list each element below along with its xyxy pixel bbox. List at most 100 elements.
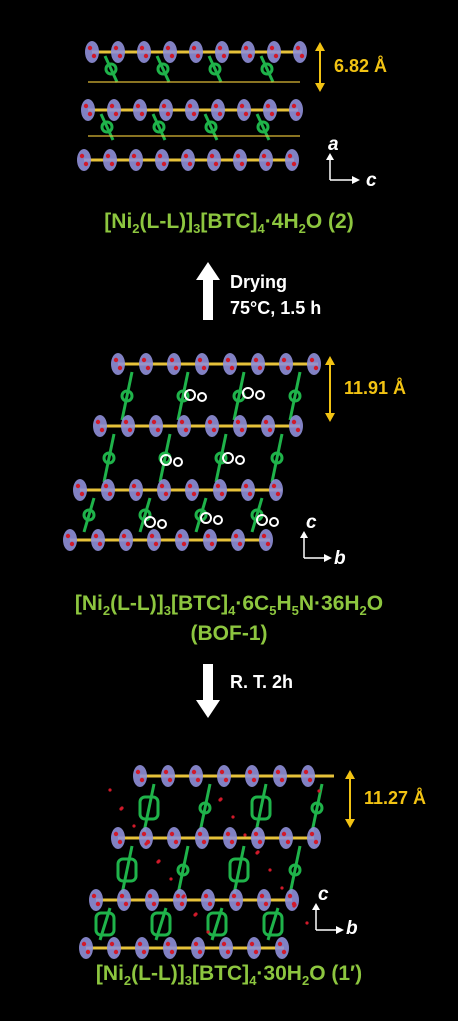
metal-node: [185, 479, 199, 501]
metal-node: [219, 937, 233, 959]
oxygen-atom: [267, 427, 273, 433]
oxygen-atom: [235, 419, 241, 425]
metal-node: [241, 41, 255, 63]
oxygen-atom: [187, 483, 193, 489]
oxygen-atom: [183, 153, 189, 159]
metal-node: [107, 99, 121, 121]
oxygen-atom: [191, 111, 197, 117]
guest-molecule: [200, 512, 212, 524]
oxygen-atom: [221, 941, 227, 947]
water-molecule: [169, 877, 173, 881]
pillar-linker: [207, 55, 223, 83]
metal-node: [307, 827, 321, 849]
metal-node: [229, 889, 243, 911]
metal-node: [237, 99, 251, 121]
axis-label-c-middle: c: [306, 512, 317, 533]
oxygen-atom: [135, 161, 141, 167]
pillar-linker: [288, 371, 302, 421]
water-molecule: [108, 788, 112, 792]
oxygen-atom: [131, 483, 137, 489]
oxygen-atom: [103, 483, 109, 489]
oxygen-atom: [191, 491, 197, 497]
oxygen-atom: [163, 769, 169, 775]
axis-label-b-bottom: b: [346, 918, 358, 939]
metal-node: [145, 889, 159, 911]
oxygen-atom: [143, 53, 149, 59]
metal-node: [147, 529, 161, 551]
oxygen-atom: [175, 893, 181, 899]
oxygen-atom: [117, 53, 123, 59]
oxygen-atom: [109, 103, 115, 109]
metal-node: [63, 529, 77, 551]
linker-cage: [228, 857, 250, 883]
guest-molecule: [222, 452, 234, 464]
guest-molecule: [235, 455, 245, 465]
oxygen-atom: [257, 365, 263, 371]
oxygen-atom: [195, 777, 201, 783]
metal-node: [275, 937, 289, 959]
metal-node: [207, 149, 221, 171]
water-molecule: [119, 807, 123, 811]
oxygen-atom: [113, 949, 119, 955]
linker-ring: [208, 62, 222, 76]
oxygen-atom: [205, 533, 211, 539]
distance-marker-bottom: [345, 770, 355, 828]
oxygen-atom: [153, 541, 159, 547]
oxygen-atom: [117, 365, 123, 371]
linker-ring: [260, 62, 274, 76]
metal-node: [195, 353, 209, 375]
water-molecule: [206, 930, 210, 934]
pillar-linker: [270, 433, 284, 483]
metal-node: [259, 149, 273, 171]
oxygen-atom: [119, 893, 125, 899]
metal-node: [241, 479, 255, 501]
oxygen-atom: [179, 419, 185, 425]
oxygen-atom: [273, 53, 279, 59]
oxygen-atom: [263, 419, 269, 425]
oxygen-atom: [291, 161, 297, 167]
metal-node: [223, 827, 237, 849]
pillar-linker: [120, 845, 134, 895]
oxygen-atom: [169, 949, 175, 955]
oxygen-atom: [239, 427, 245, 433]
oxygen-atom: [253, 831, 259, 837]
oxygen-atom: [313, 839, 319, 845]
metal-node: [119, 529, 133, 551]
oxygen-atom: [113, 357, 119, 363]
oxygen-atom: [121, 533, 127, 539]
oxygen-atom: [187, 161, 193, 167]
step-drying-label: Drying: [230, 272, 288, 292]
oxygen-atom: [225, 949, 231, 955]
oxygen-atom: [65, 533, 71, 539]
linker-cage: [206, 911, 228, 937]
oxygen-atom: [281, 831, 287, 837]
linker-ring: [152, 120, 166, 134]
metal-node: [217, 765, 231, 787]
oxygen-atom: [113, 111, 119, 117]
oxygen-atom: [191, 769, 197, 775]
oxygen-atom: [275, 769, 281, 775]
water-molecule: [144, 842, 148, 846]
metal-node: [223, 353, 237, 375]
oxygen-atom: [251, 777, 257, 783]
oxygen-atom: [135, 491, 141, 497]
metal-node: [213, 479, 227, 501]
linker-ring: [104, 62, 118, 76]
linker-ring: [102, 451, 116, 465]
oxygen-atom: [137, 941, 143, 947]
axis-label-a: a: [328, 134, 339, 155]
metal-node: [111, 41, 125, 63]
water-molecule: [181, 895, 185, 899]
oxygen-atom: [183, 427, 189, 433]
water-molecule: [292, 904, 296, 908]
distance-marker-top: [315, 42, 325, 92]
oxygen-atom: [265, 541, 271, 547]
metal-node: [129, 479, 143, 501]
oxygen-atom: [151, 419, 157, 425]
metal-node: [185, 99, 199, 121]
water-molecule: [243, 833, 247, 837]
oxygen-atom: [91, 893, 97, 899]
oxygen-atom: [285, 365, 291, 371]
water-molecule: [317, 789, 321, 793]
linker-ring: [120, 389, 134, 403]
